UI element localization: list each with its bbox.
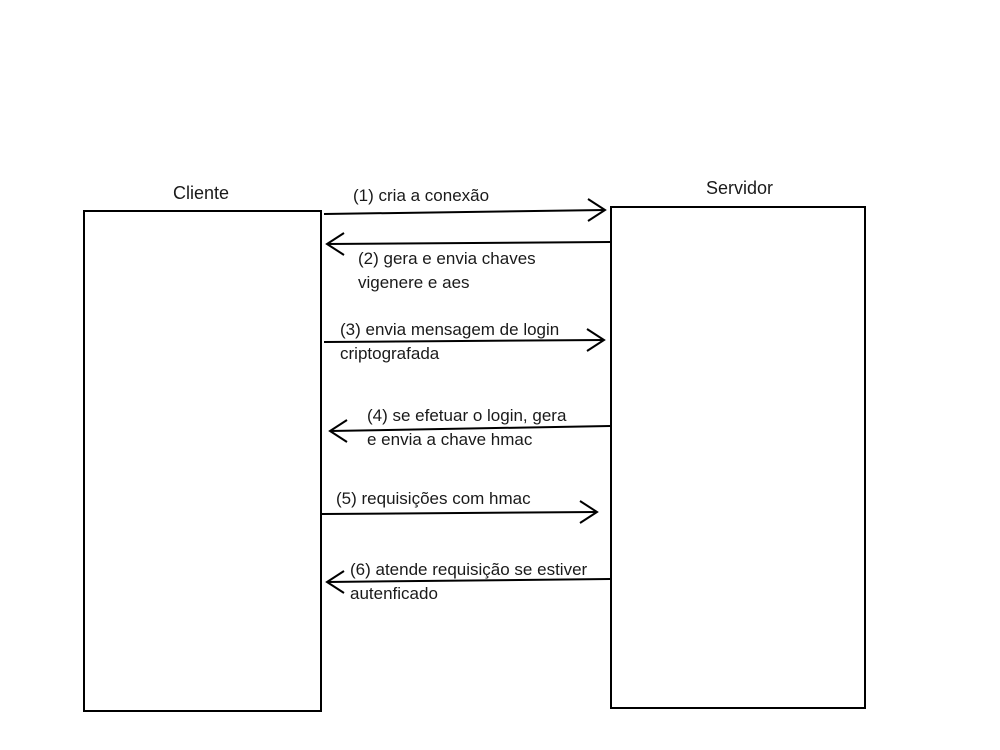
arrow-head (325, 570, 345, 594)
arrow-shaft (323, 209, 606, 215)
step-4-line-2: e envia a chave hmac (367, 430, 533, 449)
server-box (610, 206, 866, 709)
step-4-label: (4) se efetuar o login, gera e envia a c… (367, 404, 566, 452)
arrow-step-3 (323, 328, 606, 352)
arrow-step-1 (323, 198, 607, 222)
arrow-step-5 (321, 500, 599, 524)
arrow-step-4 (328, 419, 611, 443)
server-title: Servidor (706, 178, 774, 198)
step-3-label: (3) envia mensagem de login criptografad… (340, 318, 559, 366)
arrow-head (328, 419, 348, 443)
client-title: Cliente (173, 183, 230, 203)
step-2-label: (2) gera e envia chaves vigenere e aes (358, 247, 536, 295)
step-2-line-1: (2) gera e envia chaves (358, 249, 536, 268)
arrow-shaft (326, 241, 611, 245)
arrow-head (587, 198, 607, 222)
client-box (83, 210, 322, 712)
step-5-label: (5) requisições com hmac (336, 487, 531, 511)
arrow-head (579, 500, 599, 524)
arrow-step-2 (325, 232, 611, 256)
step-1-label: (1) cria a conexão (353, 184, 489, 208)
arrow-shaft (326, 578, 611, 583)
arrow-step-6 (325, 570, 611, 594)
step-5-line-1: (5) requisições com hmac (336, 489, 531, 508)
step-1-line-1: (1) cria a conexão (353, 186, 490, 205)
arrow-head (586, 328, 606, 352)
step-3-line-1: (3) envia mensagem de login (340, 320, 560, 339)
step-2-line-2: vigenere e aes (358, 273, 470, 292)
arrow-head (325, 232, 345, 256)
step-4-line-1: (4) se efetuar o login, gera (367, 406, 567, 425)
arrow-shaft (321, 511, 598, 515)
step-6-label: (6) atende requisição se estiver autenfi… (350, 558, 587, 606)
step-6-line-2: autenficado (350, 584, 438, 603)
arrow-shaft (323, 339, 605, 343)
step-6-line-1: (6) atende requisição se estiver (350, 560, 588, 579)
step-3-line-2: criptografada (340, 344, 440, 363)
arrow-shaft (329, 425, 611, 432)
